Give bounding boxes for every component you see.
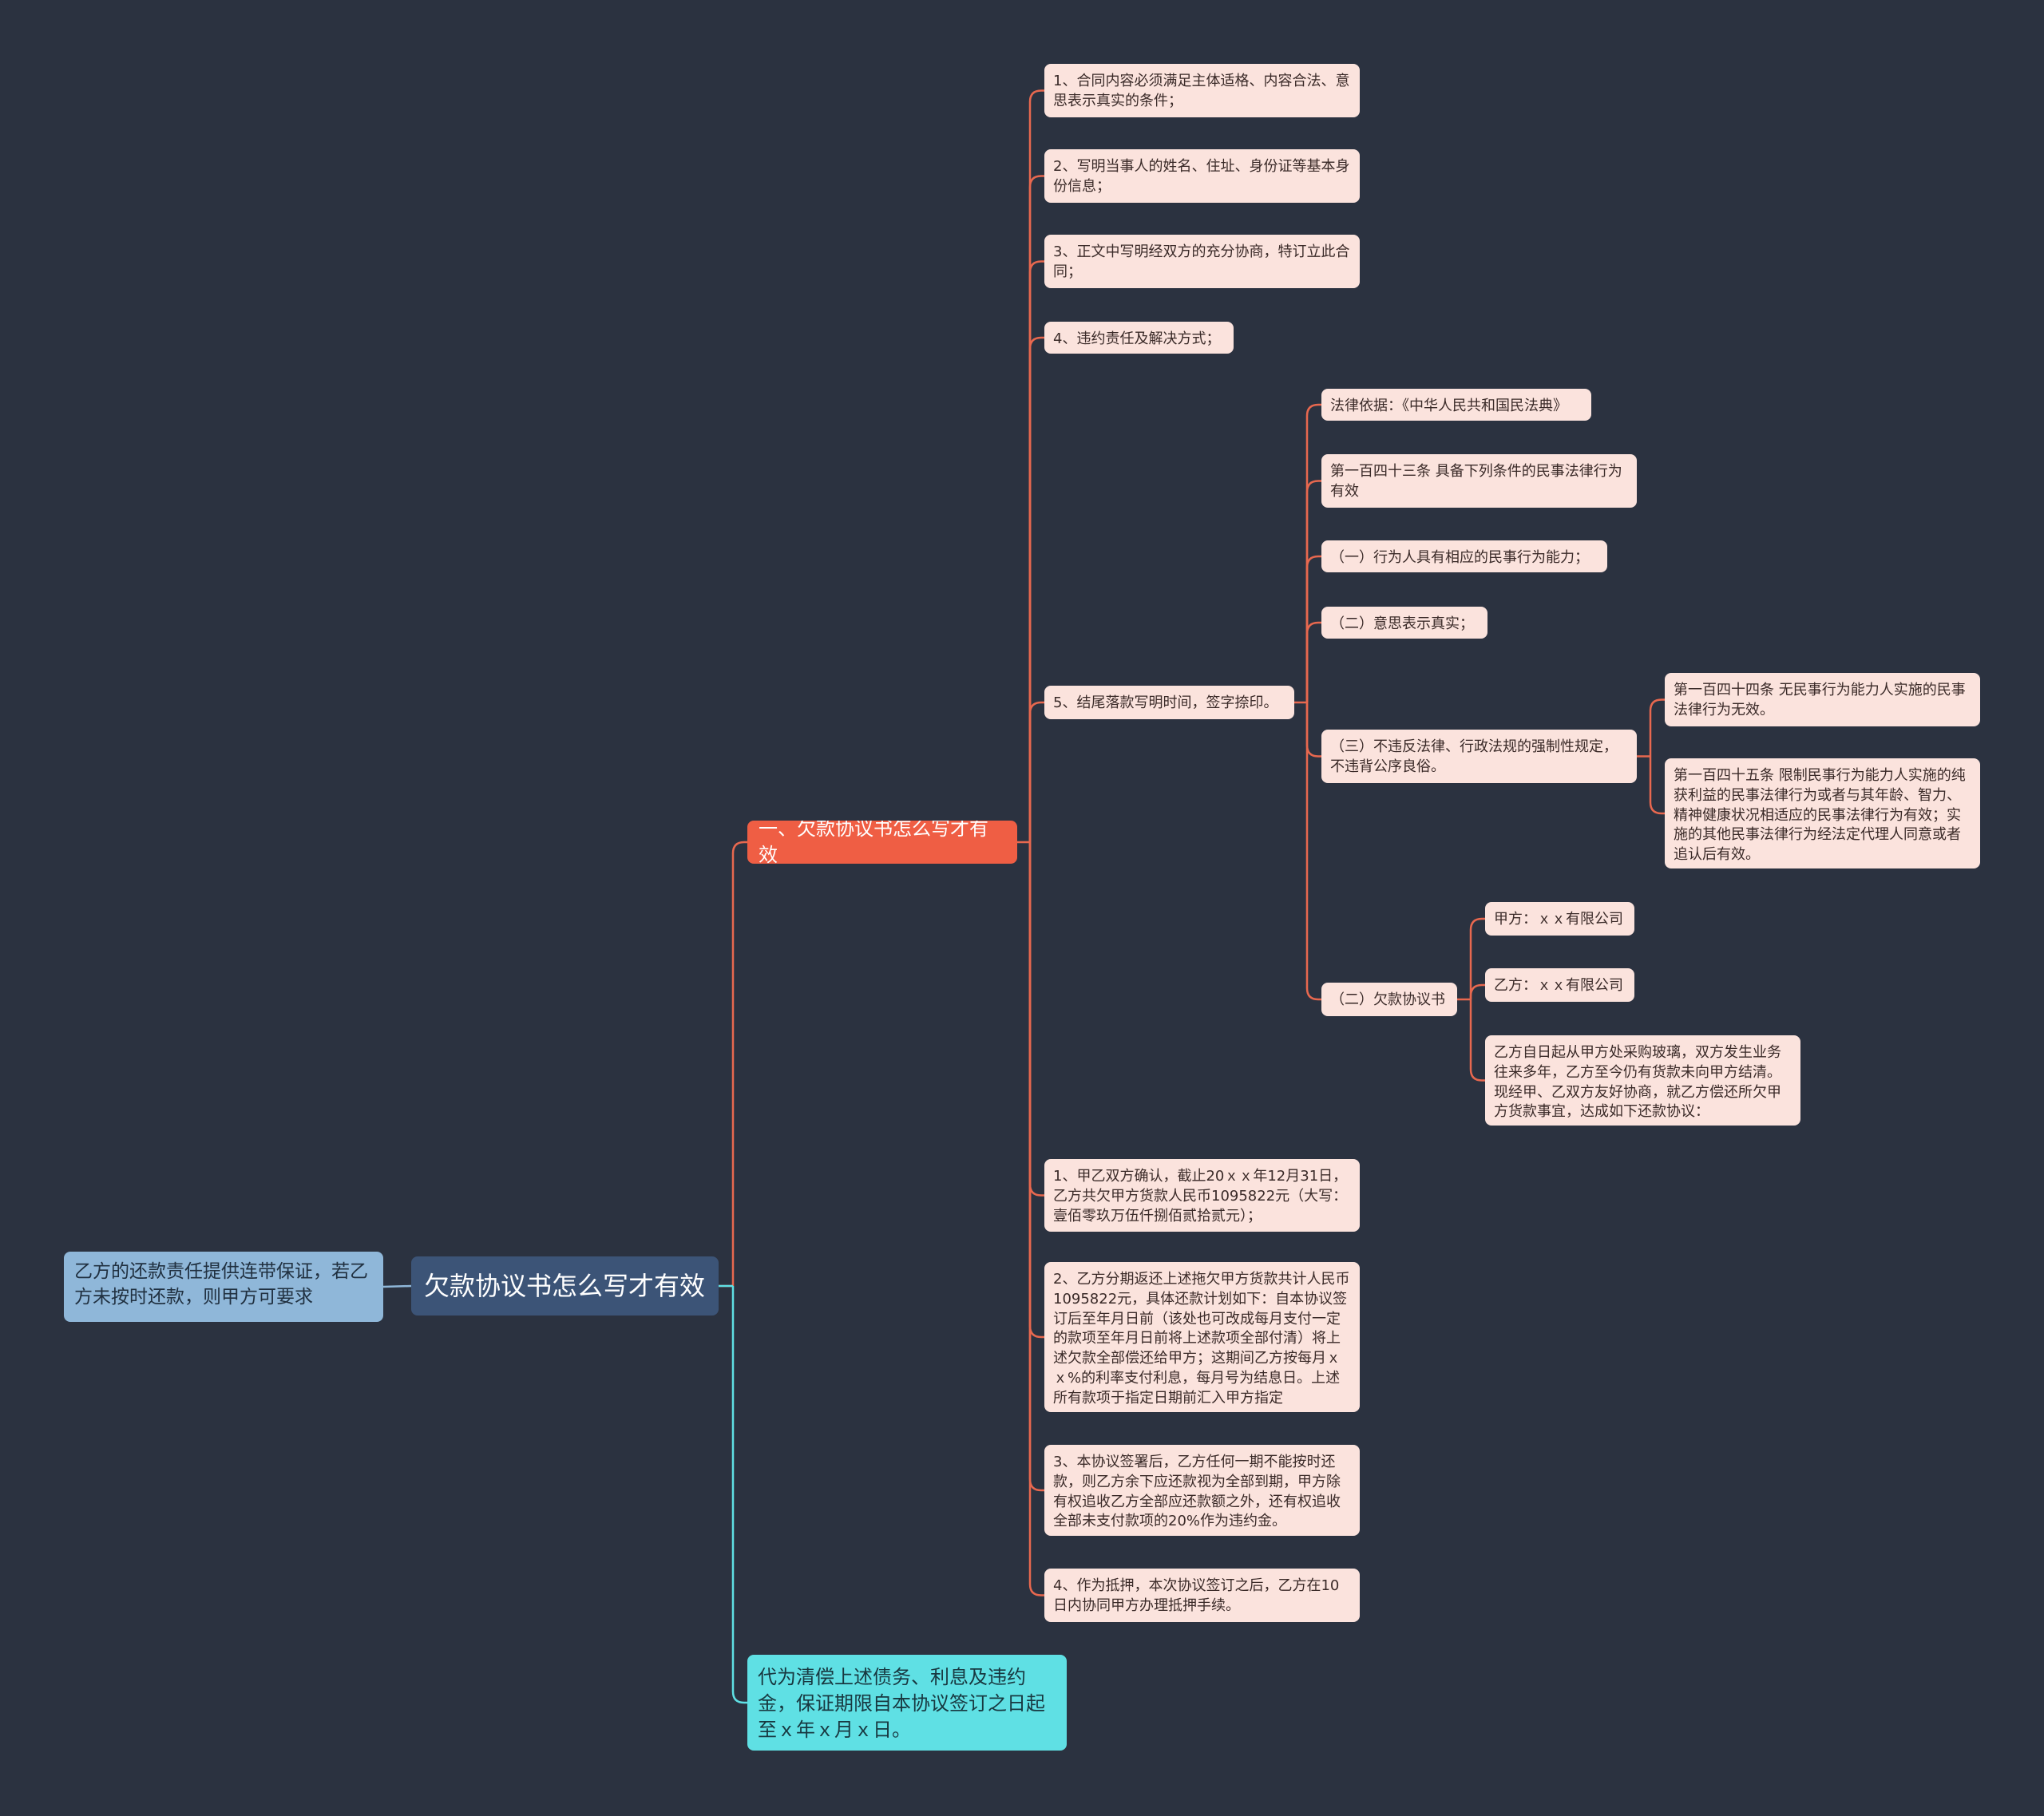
debt-link-item-preamble	[1469, 999, 1485, 1082]
sign-link-item-article-143	[1305, 480, 1321, 702]
sign-link-item-condition-3	[1305, 702, 1321, 758]
sign-link-item-law-basis	[1305, 403, 1321, 702]
main-link-item-contract-validity	[1028, 89, 1044, 842]
cond3-link-item-article-144	[1649, 698, 1665, 757]
item-law-basis[interactable]: 法律依据：《中华人民共和国民法典》	[1321, 389, 1591, 421]
main-link-term-2-repayment-plan	[1028, 842, 1044, 1339]
main-link-item-party-info	[1028, 175, 1044, 842]
root-red-link-branch-how-to-write	[731, 841, 747, 1286]
item-preamble[interactable]: 乙方自日起从甲方处采购玻璃，双方发生业务往来多年，乙方至今仍有货款未向甲方结清。…	[1485, 1035, 1800, 1126]
term-3-default-penalty[interactable]: 3、本协议签署后，乙方任何一期不能按时还款，则乙方余下应还款视为全部到期，甲方除…	[1044, 1445, 1360, 1536]
debt-link-item-party-a	[1469, 917, 1485, 999]
term-4-mortgage[interactable]: 4、作为抵押，本次协议签订之后，乙方在10日内协同甲方办理抵押手续。	[1044, 1569, 1360, 1622]
item-contract-validity[interactable]: 1、合同内容必须满足主体适格、内容合法、意思表示真实的条件；	[1044, 64, 1360, 117]
main-link-item-negotiation	[1028, 260, 1044, 842]
item-condition-2[interactable]: （二）意思表示真实；	[1321, 607, 1487, 639]
item-article-143[interactable]: 第一百四十三条 具备下列条件的民事法律行为有效	[1321, 454, 1637, 508]
item-party-info[interactable]: 2、写明当事人的姓名、住址、身份证等基本身份信息；	[1044, 149, 1360, 203]
sign-link-item-condition-1	[1305, 555, 1321, 702]
link-left-note	[382, 1284, 412, 1288]
branch-how-to-write[interactable]: 一、欠款协议书怎么写才有效	[747, 821, 1017, 864]
debt-link-item-party-b	[1469, 983, 1485, 999]
item-condition-3[interactable]: （三）不违反法律、行政法规的强制性规定，不违背公序良俗。	[1321, 730, 1637, 783]
root-topic[interactable]: 欠款协议书怎么写才有效	[411, 1256, 719, 1316]
main-link-term-1-debt-confirmation	[1028, 842, 1044, 1197]
main-link-item-breach-liability	[1028, 336, 1044, 842]
item-negotiation[interactable]: 3、正文中写明经双方的充分协商，特订立此合同；	[1044, 235, 1360, 288]
sign-link-item-debt-agreement	[1305, 702, 1321, 1001]
cond3-link-item-article-145	[1649, 756, 1665, 815]
main-link-term-3-default-penalty	[1028, 842, 1044, 1492]
item-party-b[interactable]: 乙方：ｘｘ有限公司	[1485, 968, 1634, 1002]
term-1-debt-confirmation[interactable]: 1、甲乙双方确认，截止20ｘｘ年12月31日，乙方共欠甲方货款人民币109582…	[1044, 1159, 1360, 1232]
sign-link-item-condition-2	[1305, 621, 1321, 702]
item-debt-agreement[interactable]: （二）欠款协议书	[1321, 983, 1457, 1016]
main-link-term-4-mortgage	[1028, 842, 1044, 1596]
root-cyan-link-branch-guarantee-term	[731, 1286, 747, 1704]
term-2-repayment-plan[interactable]: 2、乙方分期返还上述拖欠甲方货款共计人民币1095822元，具体还款计划如下：自…	[1044, 1262, 1360, 1412]
item-condition-1[interactable]: （一）行为人具有相应的民事行为能力；	[1321, 540, 1607, 572]
item-party-a[interactable]: 甲方：ｘｘ有限公司	[1485, 902, 1634, 936]
item-article-145[interactable]: 第一百四十五条 限制民事行为能力人实施的纯获利益的民事法律行为或者与其年龄、智力…	[1665, 758, 1980, 868]
item-signature[interactable]: 5、结尾落款写明时间，签字捺印。	[1044, 686, 1294, 719]
left-guarantee-node[interactable]: 乙方的还款责任提供连带保证，若乙方未按时还款，则甲方可要求	[64, 1252, 383, 1322]
item-breach-liability[interactable]: 4、违约责任及解决方式；	[1044, 322, 1234, 354]
item-article-144[interactable]: 第一百四十四条 无民事行为能力人实施的民事法律行为无效。	[1665, 673, 1980, 726]
main-link-item-signature	[1028, 701, 1044, 842]
branch-guarantee-term[interactable]: 代为清偿上述债务、利息及违约金，保证期限自本协议签订之日起至ｘ年ｘ月ｘ日。	[747, 1655, 1067, 1751]
